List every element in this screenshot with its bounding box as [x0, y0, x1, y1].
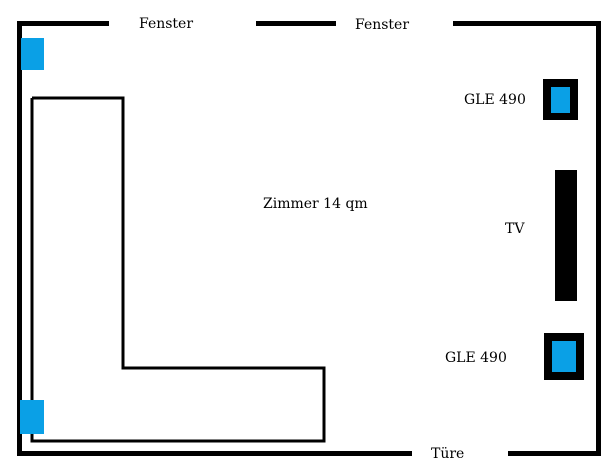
- wall-top-left: [17, 21, 109, 26]
- blue-marker-top-left: [21, 38, 44, 70]
- blue-marker-bottom-left: [20, 400, 44, 434]
- wall-left: [17, 21, 22, 456]
- window-label: Fenster: [139, 16, 194, 32]
- speaker-cone-icon: [552, 341, 576, 372]
- wall-right: [596, 21, 601, 456]
- window-label: Fenster: [355, 17, 410, 33]
- tv: [555, 170, 577, 301]
- speaker-bottom: [544, 333, 584, 380]
- wall-top-middle: [256, 21, 336, 26]
- speaker-top: [543, 79, 578, 120]
- door-label: Türe: [431, 446, 465, 462]
- tv-label: TV: [505, 221, 525, 237]
- speaker-label: GLE 490: [464, 92, 526, 108]
- room-label: Zimmer 14 qm: [263, 196, 368, 212]
- wall-bottom-right: [508, 451, 601, 456]
- wall-bottom-left: [17, 451, 412, 456]
- wall-top-right: [453, 21, 601, 26]
- speaker-label: GLE 490: [445, 350, 507, 366]
- speaker-cone-icon: [551, 87, 570, 113]
